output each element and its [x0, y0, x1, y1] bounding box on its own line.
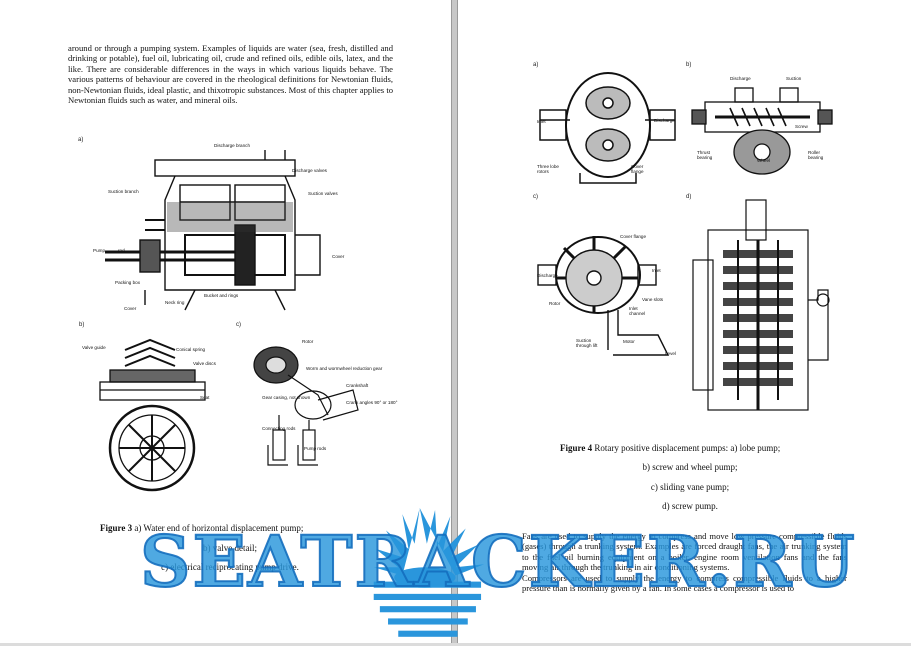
label-4c-vane-slots: Vane slots [642, 297, 664, 302]
label-suction-branch: Suction branch [108, 189, 139, 194]
label-bucket-rings: Bucket and rings [204, 293, 239, 298]
label-4b-discharge: Discharge [730, 76, 751, 81]
label-pump: Pump [93, 248, 106, 253]
figure-4-caption-b: b) screw and wheel pump; [642, 462, 738, 472]
watermark-text: SEATRACKER.RU [139, 520, 857, 603]
label-connecting-rods: Connecting rods [262, 426, 296, 431]
left-page: around or through a pumping system. Exam… [0, 0, 452, 643]
label-4b-thrust-bearing: Thrust bearing [697, 150, 713, 160]
figure-4c-sliding-vane-pump [537, 236, 670, 356]
label-4b-suction: Suction [786, 76, 802, 81]
label-4c-discharge: Discharge [537, 273, 558, 278]
figure-4-caption-a: Rotary positive displacement pumps: a) l… [594, 443, 781, 453]
label-rotor: Rotor [302, 339, 314, 344]
figure-4b-screw-wheel-pump [691, 87, 833, 175]
panel-label-c: c) [236, 322, 241, 328]
label-4c-level: Level [665, 351, 676, 356]
label-4a-discharge: Discharge [654, 118, 675, 123]
figure-3-caption-a: a) Water end of horizontal displacement … [134, 523, 304, 533]
figure-3-caption-b: b) valve detail; [203, 543, 257, 553]
figure-4-caption-line1: Figure 4 Rotary positive displacement pu… [560, 443, 850, 454]
figure-4d-screw-pump [692, 199, 830, 411]
figure-4a-lobe-pump [539, 72, 676, 184]
panel-label-b: b) [79, 322, 85, 328]
label-neck-ring: Neck ring [165, 300, 185, 305]
label-4b-screw: Screw [795, 124, 808, 129]
label-crankshaft: Crankshaft [346, 383, 369, 388]
label-gear-casing: Gear casing, not shown [262, 395, 311, 400]
label-discharge-valves: Discharge valves [292, 168, 327, 173]
right-page-text: Fans are used to supply the energy to co… [522, 531, 847, 593]
panel-label-a: a) [78, 137, 84, 143]
figure-3-label: Figure 3 [100, 523, 133, 533]
label-discharge-branch: Discharge branch [214, 143, 251, 148]
figure-4-caption-d: d) screw pump. [662, 501, 718, 511]
label-cover: Cover [332, 254, 345, 259]
label-worm-gear: Worm and wormwheel reduction gear [306, 366, 383, 371]
label-4b-wheel: Wheel [757, 158, 771, 163]
figure-3b-valve-drawing [99, 338, 206, 492]
figure-3c-drive-drawing [253, 346, 359, 466]
fans-paragraph: Fans are used to supply the energy to co… [522, 531, 847, 573]
label-cover-bottom: Cover [124, 306, 137, 311]
label-4a-rotors: Three lobe rotors [537, 164, 559, 174]
label-rod: rod [118, 248, 125, 253]
label-4c-motor: Motor [623, 339, 635, 344]
panel-label-4c: c) [533, 194, 538, 200]
label-suction-valves: Suction valves [308, 191, 338, 196]
label-crank-angles: Crank angles 90° or 180° [346, 400, 398, 405]
figure-3-caption-c: c) electrical reciprocating pump drive. [161, 562, 299, 572]
figure-4-caption-c: c) sliding vane pump; [650, 482, 730, 492]
label-4a-inlet: Inlet [537, 119, 546, 124]
label-packing-box: Packing box [115, 280, 141, 285]
label-conical-spring: Conical spring [176, 347, 206, 352]
label-valve-discs: Valve discs [193, 361, 216, 366]
compressors-paragraph: Compressors are used to supply the energ… [522, 572, 847, 594]
label-4c-suction-lift: Suction through lift [576, 338, 598, 348]
label-seat: Seat [200, 395, 210, 400]
intro-paragraph: around or through a pumping system. Exam… [68, 43, 393, 106]
label-pump-rods: Pump rods [304, 446, 327, 451]
figure-3a-pump-drawing [105, 150, 321, 311]
page-gutter [452, 0, 457, 643]
label-4c-cover-flange: Cover flange [620, 234, 647, 239]
panel-label-4d: d) [686, 194, 692, 200]
label-4c-inlet: Inlet [652, 268, 661, 273]
panel-label-4b: b) [686, 62, 692, 68]
label-4b-roller-bearing: Roller bearing [808, 150, 824, 160]
label-4c-inlet-channel: Inlet channel [629, 306, 646, 316]
label-4a-cover-flange: Cover flange [631, 164, 644, 174]
figure-3-caption-line1: Figure 3 a) Water end of horizontal disp… [100, 523, 360, 534]
right-page [457, 0, 911, 643]
figure-4-label: Figure 4 [560, 443, 593, 453]
label-valve-guide: Valve guide [82, 345, 106, 350]
panel-label-4a: a) [533, 62, 539, 68]
label-4c-rotor: Rotor [549, 301, 561, 306]
